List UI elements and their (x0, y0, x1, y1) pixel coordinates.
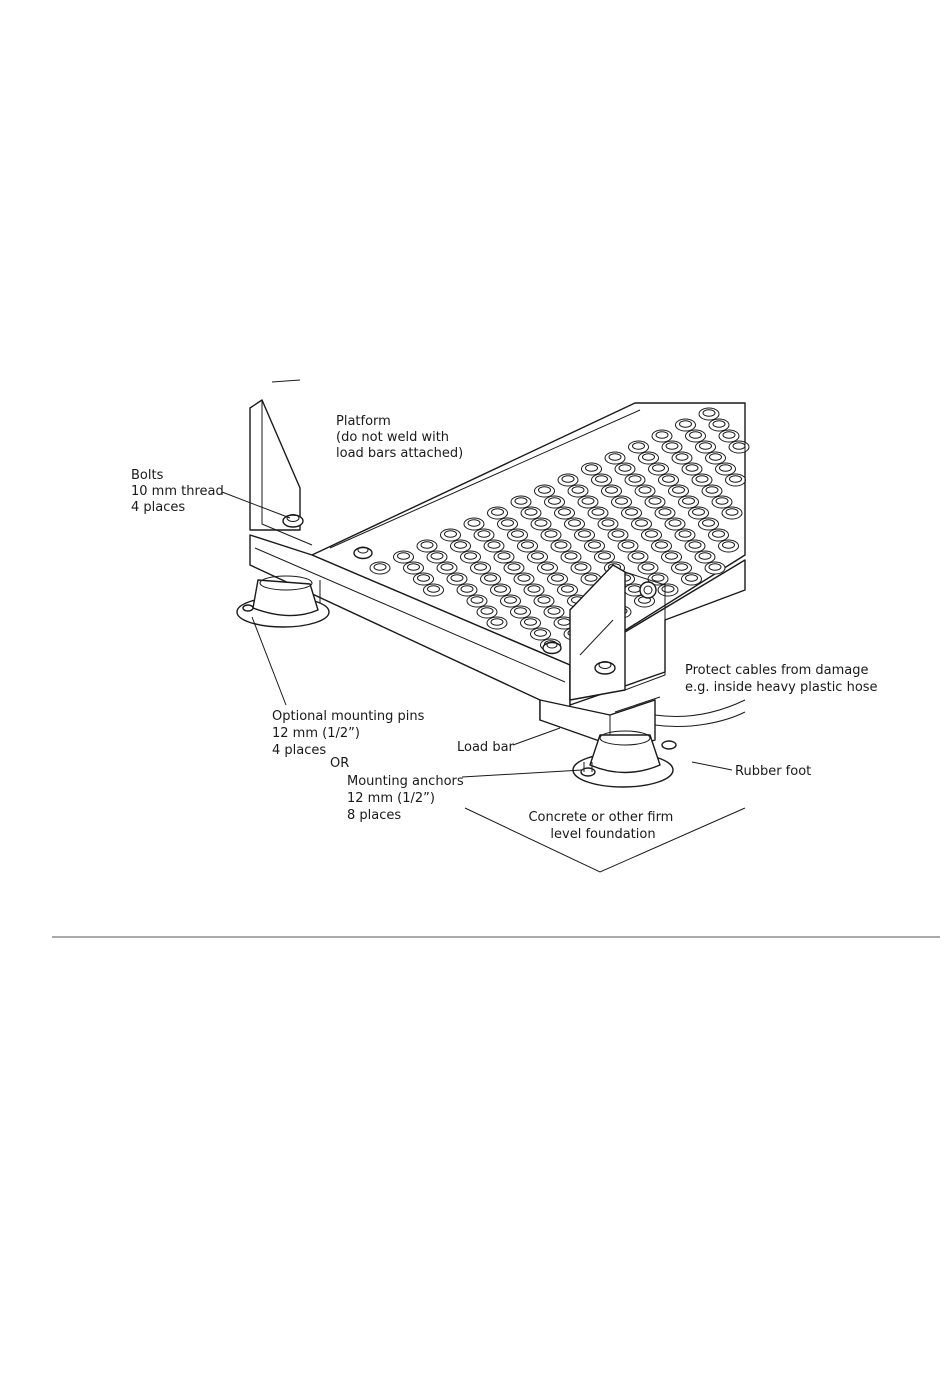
label-bolts: Bolts 10 mm thread 4 places (131, 468, 228, 515)
leader-mounting-anchors (462, 770, 582, 777)
label-cables: Protect cables from damage e.g. inside h… (685, 663, 878, 695)
leader-load-bar (513, 728, 560, 745)
label-mounting-anchors: Mounting anchors 12 mm (1/2”) 8 places (347, 774, 468, 823)
cable (655, 700, 745, 717)
label-load-bar: Load bar (457, 740, 515, 755)
bolt-side (640, 582, 656, 598)
bolt-front-right (595, 662, 615, 675)
label-mounting-pins: Optional mounting pins 12 mm (1/2”) 4 pl… (272, 709, 429, 758)
leader-rubber-foot (692, 762, 732, 770)
rubber-foot-right (573, 731, 676, 787)
left-upright-bracket (250, 400, 300, 530)
label-foundation: Concrete or other firm level foundation (528, 810, 677, 842)
label-or: OR (330, 756, 349, 771)
bolt-front-center (543, 642, 561, 654)
leader-mounting-pins (252, 617, 286, 705)
label-rubber-foot: Rubber foot (735, 764, 811, 779)
label-platform: Platform (do not weld with load bars att… (336, 414, 463, 461)
bolt-front-left (354, 547, 372, 559)
